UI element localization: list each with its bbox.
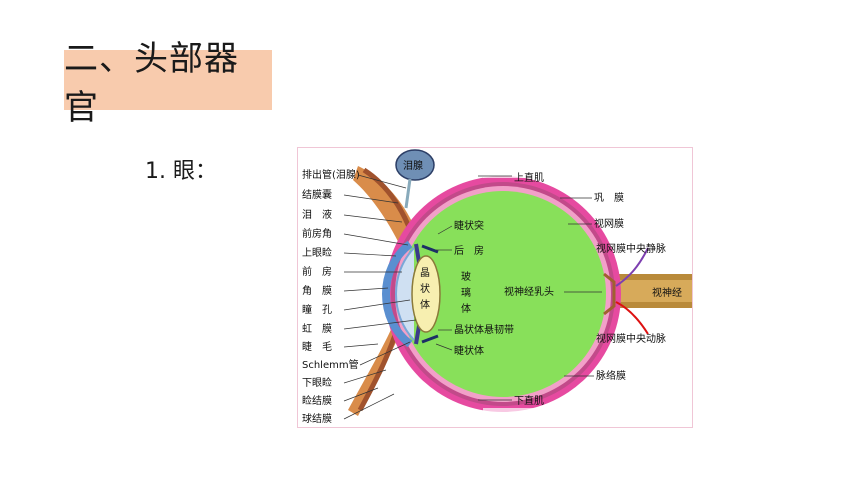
label-inferior-rectus: 下直肌 xyxy=(514,394,544,407)
lens-shape xyxy=(411,255,441,333)
label-anterior-chamber: 前 房 xyxy=(302,265,332,278)
cornea-shape xyxy=(382,240,413,348)
section-title-box: 二、头部器官 xyxy=(64,39,272,128)
inferior-rectus-shape xyxy=(483,408,543,412)
label-cornea: 角 膜 xyxy=(302,285,332,297)
label-pupil: 瞳 孔 xyxy=(302,303,332,316)
section-title: 二、头部器官 xyxy=(64,39,239,128)
label-tears: 泪 液 xyxy=(302,208,332,221)
label-retinal-vein: 视网膜中央静脉 xyxy=(596,242,666,255)
label-optic-disc: 视神经乳头 xyxy=(504,285,554,298)
label-posterior-chamber: 后 房 xyxy=(454,244,484,257)
label-lower-lid: 下眼睑 xyxy=(302,376,332,389)
label-superior-rectus: 上直肌 xyxy=(514,171,544,184)
eye-anatomy-diagram: 泪腺 排出管(泪腺) 结膜囊 泪 液 前房角 上 xyxy=(297,147,693,428)
label-vitreous-2: 璃 xyxy=(461,286,471,299)
label-lens-2: 状 xyxy=(420,282,430,295)
item-heading: 1. 眼： xyxy=(145,159,217,184)
anterior-chamber-shape xyxy=(395,247,415,341)
eye-diagram-svg: 泪腺 排出管(泪腺) 结膜囊 泪 液 前房角 上 xyxy=(302,149,692,425)
label-vitreous-3: 体 xyxy=(461,303,471,315)
vitreous-shape xyxy=(400,191,606,397)
label-angle: 前房角 xyxy=(302,227,332,240)
label-ciliary-process: 睫状突 xyxy=(454,219,484,232)
label-bulbar-conj: 球结膜 xyxy=(302,412,332,425)
label-optic-nerve: 视神经 xyxy=(652,286,682,299)
label-eyelash: 睫 毛 xyxy=(302,341,332,353)
label-lens-1: 晶 xyxy=(420,267,430,279)
label-iris: 虹 膜 xyxy=(302,323,332,335)
label-upper-lid: 上眼睑 xyxy=(302,246,332,259)
label-palpebral-conj: 睑结膜 xyxy=(302,394,332,407)
label-drain-duct: 排出管(泪腺) xyxy=(302,168,360,181)
left-labels: 排出管(泪腺) 结膜囊 泪 液 前房角 上眼睑 前 房 角 膜 瞳 孔 虹 膜 … xyxy=(302,168,417,425)
label-conj-sac: 结膜囊 xyxy=(302,188,332,201)
label-ciliary-body: 睫状体 xyxy=(454,344,484,357)
label-retina: 视网膜 xyxy=(594,217,624,230)
label-schlemm: Schlemm管 xyxy=(302,358,359,371)
label-lacrimal-gland: 泪腺 xyxy=(403,159,423,172)
label-choroid: 脉络膜 xyxy=(596,369,626,382)
label-lens-3: 体 xyxy=(420,299,430,311)
label-zonule: 晶状体悬韧带 xyxy=(454,323,514,336)
superior-rectus-shape xyxy=(483,174,543,178)
lacrimal-gland-shape xyxy=(395,149,435,181)
label-vitreous-1: 玻 xyxy=(461,270,471,283)
label-sclera: 巩 膜 xyxy=(594,192,624,204)
label-retinal-artery: 视网膜中央动脉 xyxy=(596,332,666,345)
